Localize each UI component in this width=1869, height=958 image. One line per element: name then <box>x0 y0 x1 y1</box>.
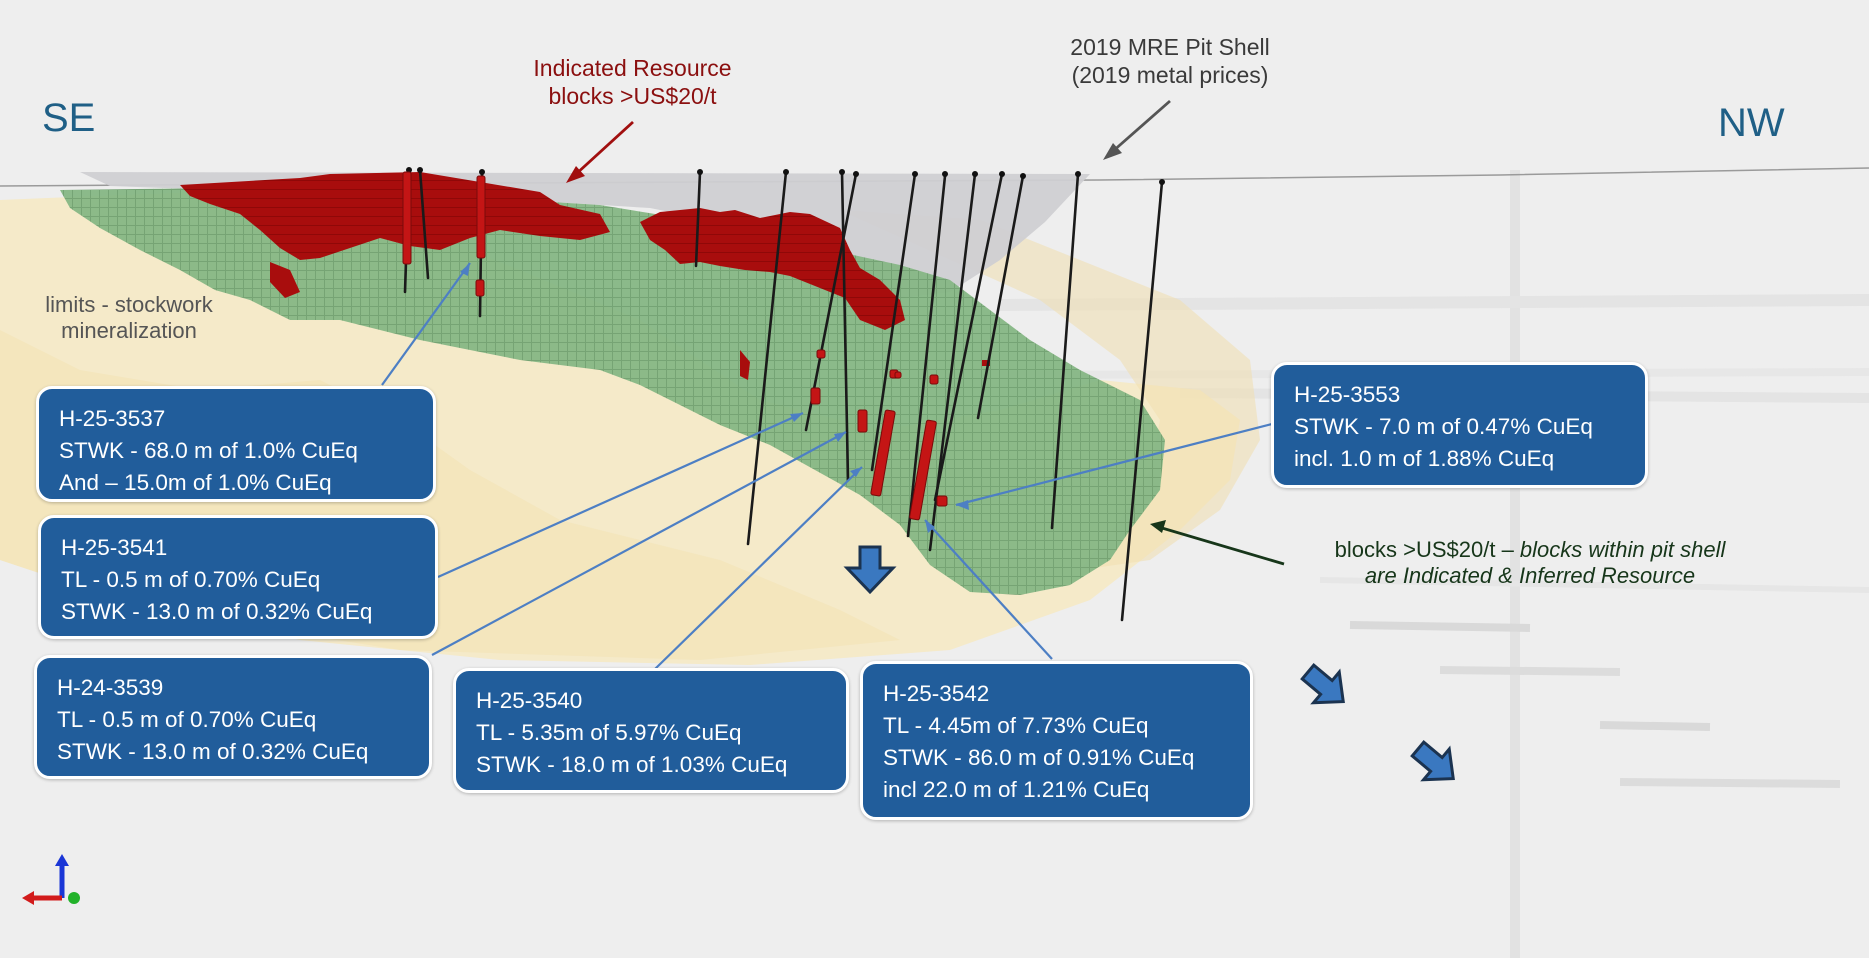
callout-line: incl 22.0 m of 1.21% CuEq <box>883 777 1150 802</box>
callout-line: STWK - 13.0 m of 0.32% CuEq <box>57 739 369 764</box>
diagonal-arrow-icon <box>1300 662 1455 782</box>
legend-italic-text-1: blocks within pit shell <box>1519 537 1726 562</box>
callout-h-25-3541: H-25-3541 TL - 0.5 m of 0.70% CuEq STWK … <box>38 515 438 639</box>
annotation-arrows <box>566 99 1285 566</box>
green-resource-blocks <box>60 182 1165 595</box>
callout-line: STWK - 13.0 m of 0.32% CuEq <box>61 599 373 624</box>
callout-hole-id: H-25-3553 <box>1294 382 1401 407</box>
direction-label-nw: NW <box>1718 101 1785 145</box>
down-arrow-icon <box>843 545 897 595</box>
callout-hole-id: H-25-3541 <box>61 535 168 560</box>
callout-line: incl. 1.0 m of 1.88% CuEq <box>1294 446 1555 471</box>
legend-line-2: are Indicated & Inferred Resource <box>1300 563 1760 589</box>
callout-line: STWK - 7.0 m of 0.47% CuEq <box>1294 414 1593 439</box>
callout-hole-id: H-25-3542 <box>883 681 990 706</box>
axis-triad-icon <box>22 854 80 905</box>
indicated-label-line-2: blocks >US$20/t <box>548 83 717 109</box>
callout-line: TL - 4.45m of 7.73% CuEq <box>883 713 1149 738</box>
callout-line: STWK - 18.0 m of 1.03% CuEq <box>476 752 788 777</box>
pit-shell-label: 2019 MRE Pit Shell (2019 metal prices) <box>1050 33 1290 89</box>
callout-hole-id: H-25-3540 <box>476 688 583 713</box>
legend-plain-text: blocks >US$20/t – <box>1334 537 1520 562</box>
callout-h-25-3553: H-25-3553 STWK - 7.0 m of 0.47% CuEq inc… <box>1271 362 1648 488</box>
limits-stockwork-label: limits - stockwork mineralization <box>24 292 234 344</box>
assay-intervals <box>402 171 948 521</box>
limits-label-line-2: mineralization <box>61 318 197 343</box>
callout-h-24-3539: H-24-3539 TL - 0.5 m of 0.70% CuEq STWK … <box>34 655 432 779</box>
pit-label-line-2: (2019 metal prices) <box>1071 62 1269 88</box>
limits-label-line-1: limits - stockwork <box>45 292 213 317</box>
callout-h-25-3540: H-25-3540 TL - 5.35m of 5.97% CuEq STWK … <box>453 668 849 793</box>
callout-hole-id: H-25-3537 <box>59 406 166 431</box>
callout-h-25-3542: H-25-3542 TL - 4.45m of 7.73% CuEq STWK … <box>860 661 1253 820</box>
callout-h-25-3537: H-25-3537 STWK - 68.0 m of 1.0% CuEq And… <box>36 386 436 502</box>
legend-line-1: blocks >US$20/t – blocks within pit shel… <box>1300 537 1760 563</box>
indicated-resource-label: Indicated Resource blocks >US$20/t <box>520 54 745 110</box>
callout-hole-id: H-24-3539 <box>57 675 164 700</box>
indicated-label-line-1: Indicated Resource <box>533 55 732 81</box>
legend-italic-text-2: are Indicated & Inferred Resource <box>1364 563 1696 588</box>
callout-line: TL - 0.5 m of 0.70% CuEq <box>61 567 321 592</box>
callout-line: TL - 0.5 m of 0.70% CuEq <box>57 707 317 732</box>
drill-hole-collars <box>406 167 1165 185</box>
direction-label-se: SE <box>42 96 96 140</box>
block-legend-label: blocks >US$20/t – blocks within pit shel… <box>1300 537 1760 589</box>
callout-line: TL - 5.35m of 5.97% CuEq <box>476 720 742 745</box>
callout-pointer-lines <box>381 262 1273 670</box>
callout-line: STWK - 68.0 m of 1.0% CuEq <box>59 438 358 463</box>
pit-label-line-1: 2019 MRE Pit Shell <box>1070 34 1270 60</box>
indicated-resource-blocks <box>180 172 990 380</box>
callout-line: And – 15.0m of 1.0% CuEq <box>59 470 332 495</box>
callout-line: STWK - 86.0 m of 0.91% CuEq <box>883 745 1195 770</box>
callout-pointer-heads <box>460 263 969 533</box>
